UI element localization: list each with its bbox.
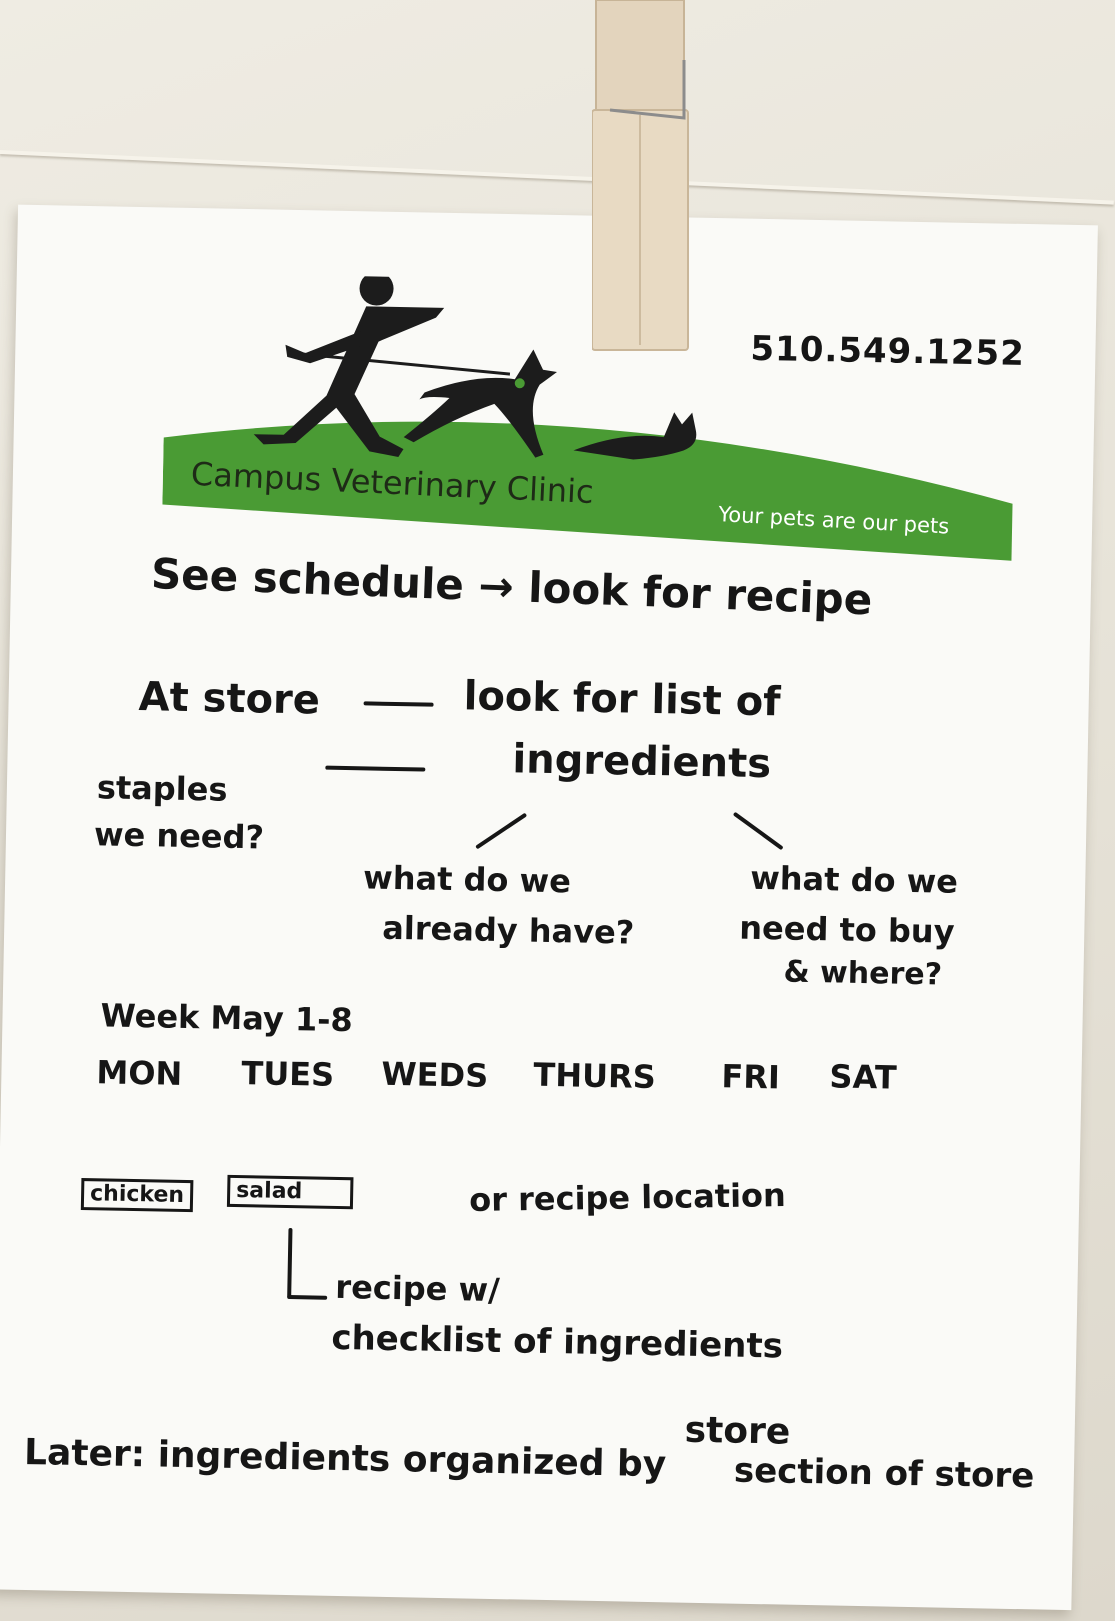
day-fri: FRI: [721, 1057, 781, 1097]
note-have-line2: already have?: [381, 908, 635, 952]
clothespin-icon: [592, 0, 689, 351]
note-staples-line2: we need?: [93, 815, 265, 857]
day-thurs: THURS: [533, 1055, 657, 1097]
recipe-pointer-horizontal: [287, 1295, 328, 1300]
note-look-for-list: look for list of: [463, 673, 782, 726]
note-checklist: checklist of ingredients: [331, 1317, 784, 1367]
branch-left: [475, 812, 528, 850]
running-person-dog-cat-icon: [162, 272, 1013, 561]
arrow-store: [363, 701, 434, 707]
note-store-word: store: [684, 1409, 791, 1453]
note-recipe-location: or recipe location: [468, 1176, 787, 1219]
note-at-store: At store: [138, 674, 321, 724]
day-sat: SAT: [829, 1057, 898, 1097]
note-buy-line2: need to buy: [738, 908, 955, 951]
day-tues: TUES: [241, 1054, 335, 1094]
note-buy-line3: & where?: [783, 954, 943, 993]
note-recipe-with: recipe w/: [335, 1267, 501, 1310]
note-buy-line1: what do we: [749, 858, 959, 901]
branch-right: [732, 811, 784, 851]
clinic-phone-number: 510.549.1252: [750, 328, 1026, 374]
meal-box-salad: salad: [226, 1174, 354, 1210]
note-staples-line1: staples: [96, 768, 228, 809]
note-week-label: Week May 1-8: [100, 996, 354, 1040]
day-mon: MON: [96, 1053, 183, 1093]
note-later: Later: ingredients organized by: [23, 1431, 667, 1486]
meal-box-chicken: chicken: [80, 1178, 194, 1213]
recipe-pointer-vertical: [287, 1228, 293, 1299]
day-weds: WEDS: [381, 1054, 489, 1095]
note-section-of-store: section of store: [733, 1450, 1035, 1497]
note-have-line1: what do we: [362, 858, 572, 901]
note-ingredients: ingredients: [512, 736, 772, 788]
dash-staples: [325, 765, 426, 772]
paper-note: 510.549.1252 Campus Veterinary Clinic Yo…: [0, 204, 1098, 1611]
